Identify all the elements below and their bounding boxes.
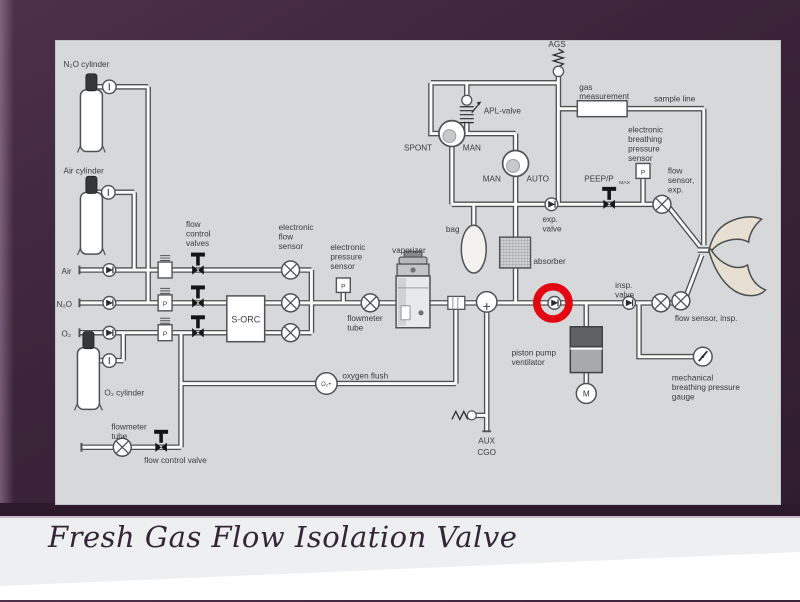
fresh-gas-outlet-junction-icon <box>475 290 498 313</box>
gas-measurement-module <box>576 99 628 118</box>
label-absorber: absorber <box>534 257 566 266</box>
bottom-area <box>0 516 800 600</box>
mechanical-pressure-gauge-icon <box>692 346 713 367</box>
label-flow-control-valve: flow control valve <box>144 456 207 465</box>
check-valve-icon <box>102 262 117 278</box>
flowmeter-tube-icon <box>112 437 132 457</box>
s-orc-unit: S-ORC <box>226 295 266 343</box>
motor-icon: M <box>575 382 597 405</box>
oxygen-flush-label-symbol: O₂+ <box>321 382 332 388</box>
label-sample-line: sample line <box>654 95 696 104</box>
label-peep-pmax-sub: MAX <box>619 180 630 186</box>
label-man-left: MAN <box>463 144 481 153</box>
left-highlight-stripe <box>0 0 14 516</box>
label-o2-cylinder: O₂ cylinder <box>104 388 144 397</box>
label-spont: SPONT <box>404 144 432 153</box>
cylinder-fitting-icon <box>101 353 117 369</box>
oxygen-flush-button: O₂+ <box>314 372 338 396</box>
flow-sensor-insp-icon <box>651 293 671 313</box>
svg-text:P: P <box>341 284 346 291</box>
breathing-pressure-sensor: P <box>635 162 651 180</box>
cylinder-fitting-icon <box>100 184 116 200</box>
piston-pump-ventilator-icon <box>569 326 603 374</box>
flow-sensor-insp-icon <box>671 291 691 311</box>
label-air-cylinder: Air cylinder <box>64 166 105 175</box>
exp-valve-icon <box>544 197 559 212</box>
label-gas-air: Air <box>62 267 72 276</box>
label-gas-o2: O₂ <box>62 330 72 339</box>
breathing-bag-icon <box>460 224 487 274</box>
fresh-gas-isolation-valve-highlight <box>533 282 573 323</box>
air-cylinder-icon <box>76 175 107 256</box>
label-man: MAN <box>483 174 501 183</box>
check-valve-icon <box>102 325 117 340</box>
label-insp-valve: insp.valve <box>615 281 635 299</box>
fresh-gas-isolation-valve-icon <box>547 295 562 310</box>
patient-lungs <box>707 216 767 297</box>
check-valve-icon <box>102 295 117 310</box>
anesthesia-machine-diagram: P P S-ORC P <box>57 41 767 465</box>
electronic-flow-sensor-icon <box>280 323 301 343</box>
label-auto: AUTO <box>527 174 550 183</box>
man-auto-selector-icon <box>501 149 530 178</box>
o2-cylinder-icon <box>73 330 104 412</box>
label-ags: AGS <box>548 41 566 49</box>
apl-valve-icon <box>459 94 482 124</box>
fresh-gas-coupling <box>447 295 466 310</box>
label-flow-sensor-insp: flow sensor, insp. <box>675 314 738 323</box>
motor-label: M <box>583 389 590 398</box>
pipework <box>78 72 713 452</box>
label-gas-n2o: N₂O <box>57 300 72 309</box>
label-vaporizer: vaporizer <box>392 246 426 255</box>
vaporizer-icon <box>395 250 431 329</box>
slide-title: Fresh Gas Flow Isolation Valve <box>48 520 518 554</box>
regulator-p-label: P <box>163 301 168 308</box>
label-bag: bag <box>446 225 460 234</box>
label-n2o-cylinder: N₂O cylinder <box>64 60 110 69</box>
pressure-regulator-icon <box>157 254 173 279</box>
electronic-flow-sensor-icon <box>280 293 301 313</box>
cylinder-fitting-icon <box>101 79 117 95</box>
aux-relief-valve-icon <box>451 409 477 421</box>
ags-outlet-icon <box>551 48 566 78</box>
label-apl-valve: APL-valve <box>484 107 522 116</box>
label-exp-valve: exp.valve <box>542 215 562 233</box>
regulator-p-label: P <box>163 331 168 338</box>
flowmeter-tube-icon <box>360 293 380 313</box>
flow-sensor-exp-icon <box>652 194 672 215</box>
electronic-pressure-sensor: P <box>335 277 351 294</box>
label-peep-pmax: PEEP/P <box>584 174 614 183</box>
diagram-panel: P P S-ORC P <box>55 40 781 505</box>
spont-man-selector-icon <box>438 119 466 148</box>
label-oxygen-flush: oxygen flush <box>342 372 388 381</box>
absorber-icon <box>498 236 532 269</box>
bottom-purple-band <box>0 503 800 516</box>
electronic-flow-sensor-icon <box>280 260 301 280</box>
svg-text:P: P <box>641 169 646 176</box>
s-orc-label: S-ORC <box>231 314 260 324</box>
